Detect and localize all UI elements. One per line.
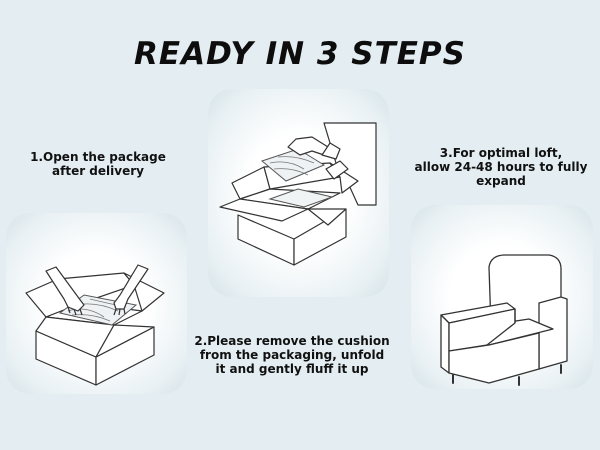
- step-2-line-3: it and gently fluff it up: [215, 362, 369, 376]
- step-2-caption: 2.Please remove the cushion from the pac…: [192, 334, 392, 376]
- step-3-card: [411, 205, 593, 389]
- step-3-line-2: allow 24-48 hours to fully: [414, 160, 588, 174]
- hands-opening-box-icon: [25, 264, 165, 386]
- step-2-card: [208, 89, 389, 297]
- person-lifting-cushion-icon: [219, 122, 377, 266]
- step-3-caption: 3.For optimal loft, allow 24-48 hours to…: [405, 146, 597, 188]
- step-3-line-3: expand: [476, 174, 526, 188]
- step-1-card: [6, 213, 187, 394]
- armchair-icon: [440, 254, 568, 386]
- step-1-line-2: after delivery: [52, 164, 144, 178]
- page-title: READY IN 3 STEPS: [134, 36, 466, 72]
- step-2-line-1: 2.Please remove the cushion: [194, 334, 390, 348]
- step-1-caption: 1.Open the package after delivery: [18, 150, 178, 178]
- step-2-line-2: from the packaging, unfold: [199, 348, 385, 362]
- step-3-line-1: 3.For optimal loft,: [439, 146, 563, 160]
- step-1-line-1: 1.Open the package: [30, 150, 166, 164]
